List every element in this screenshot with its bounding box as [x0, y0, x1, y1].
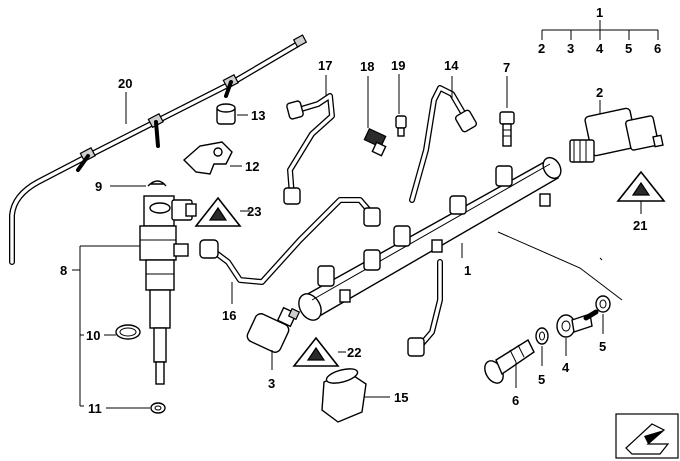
seal-ring[interactable]: [150, 402, 166, 414]
nut[interactable]: [216, 103, 236, 125]
banjo-bolt[interactable]: [481, 338, 535, 386]
callout-13[interactable]: 13: [251, 108, 265, 123]
sensor-clip[interactable]: [363, 127, 387, 157]
callout-22[interactable]: 22: [347, 345, 361, 360]
callout-18[interactable]: 18: [360, 59, 374, 74]
callout-14[interactable]: 14: [444, 58, 459, 73]
assembly-tree: 1 2 3 4 5 6: [538, 5, 661, 56]
callout-2-top[interactable]: 2: [538, 41, 545, 56]
callout-7[interactable]: 7: [503, 60, 510, 75]
injector[interactable]: [139, 195, 197, 385]
callout-11[interactable]: 11: [88, 401, 102, 416]
callout-16[interactable]: 16: [222, 308, 236, 323]
seal-ring-5b[interactable]: [595, 295, 611, 313]
callout-4[interactable]: 4: [562, 360, 570, 375]
callout-17[interactable]: 17: [318, 58, 332, 73]
warning-triangle-icon: [194, 196, 242, 227]
callout-5-top[interactable]: 5: [625, 41, 632, 56]
protective-cap[interactable]: [321, 366, 367, 423]
callout-20[interactable]: 20: [118, 76, 132, 91]
warning-triangle-icon: [616, 170, 666, 202]
high-pressure-line-14[interactable]: [407, 85, 478, 357]
callout-6[interactable]: 6: [512, 393, 519, 408]
callout-8[interactable]: 8: [60, 263, 67, 278]
leak-off-hose[interactable]: [9, 34, 308, 265]
callout-6-top[interactable]: 6: [654, 41, 661, 56]
orientation-arrow-icon: [615, 413, 679, 459]
seal-ring-5a[interactable]: [535, 327, 549, 345]
callout-19[interactable]: 19: [391, 58, 405, 73]
pressure-control-valve[interactable]: [569, 107, 664, 163]
callout-3-top[interactable]: 3: [567, 41, 574, 56]
bolt-7[interactable]: [499, 111, 515, 147]
callout-21[interactable]: 21: [633, 218, 647, 233]
callout-1[interactable]: 1: [464, 263, 471, 278]
callout-5a[interactable]: 5: [538, 372, 545, 387]
callout-23[interactable]: 23: [247, 204, 261, 219]
callout-12[interactable]: 12: [245, 159, 259, 174]
callout-9[interactable]: 9: [95, 179, 102, 194]
common-rail[interactable]: [294, 154, 564, 324]
retaining-clip[interactable]: [147, 180, 167, 187]
callout-4-top[interactable]: 4: [596, 41, 604, 56]
screw-19[interactable]: [395, 115, 407, 137]
banjo-fitting[interactable]: [556, 309, 599, 338]
callout-2[interactable]: 2: [596, 85, 603, 100]
high-pressure-line-16[interactable]: [199, 197, 381, 285]
warning-triangle-icon: [292, 336, 340, 367]
callout-10[interactable]: 10: [86, 328, 100, 343]
callout-3[interactable]: 3: [268, 376, 275, 391]
callout-5b[interactable]: 5: [599, 339, 606, 354]
clamping-claw[interactable]: [182, 141, 233, 175]
high-pressure-line-17[interactable]: [283, 93, 335, 205]
rail-pressure-sensor[interactable]: [245, 306, 301, 355]
callout-1-top[interactable]: 1: [596, 5, 603, 20]
o-ring[interactable]: [115, 324, 141, 340]
callout-15[interactable]: 15: [394, 390, 408, 405]
